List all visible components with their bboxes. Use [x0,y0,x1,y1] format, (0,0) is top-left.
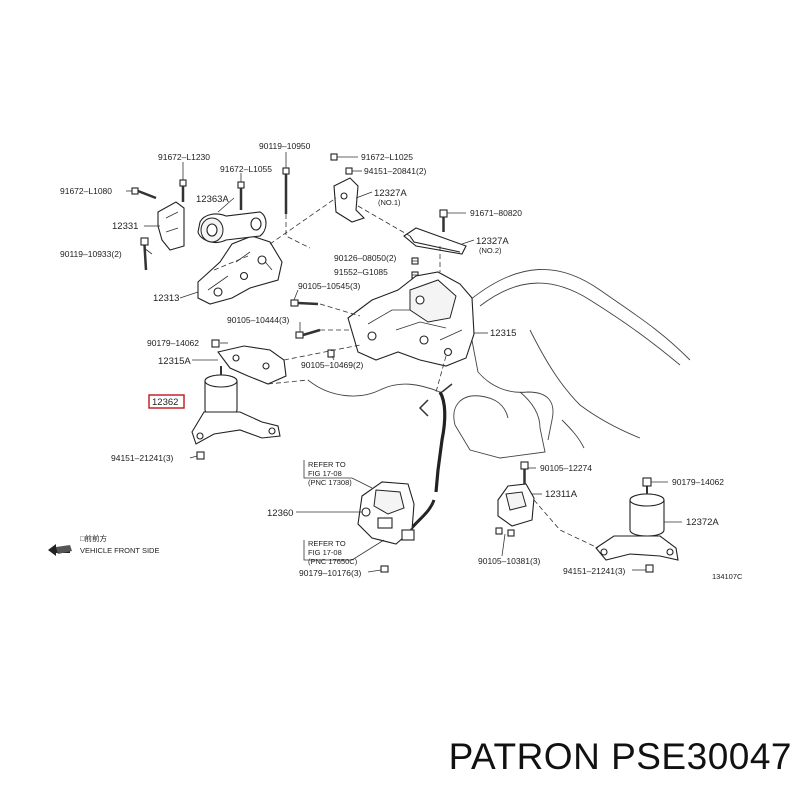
label-90126-08050: 90126–08050(2) [334,253,397,263]
highlight-box-12362 [148,394,185,409]
engine-bracket-12315 [347,271,475,367]
bracket-12331 [157,201,185,251]
label-12327a-top: 12327A [374,188,407,199]
label-refer1-line2: FIG 17-08 [308,469,342,478]
bracket-12315a [217,345,287,385]
bolts-top-left [131,167,335,358]
bracket-12327a-no1 [330,153,366,223]
mount-bracket-12313 [197,235,283,305]
label-12315: 12315 [490,328,516,339]
label-12327a-mid-sub: (NO.2) [479,246,502,255]
label-90119-10950: 90119–10950 [259,141,311,151]
label-12327a-top-sub: (NO.1) [378,198,401,207]
label-91672-l1230: 91672–L1230 [158,152,210,162]
label-91552-g1085: 91552–G1085 [334,267,388,277]
label-94151-20841: 94151–20841(2) [364,166,427,176]
mount-bracket-12311a [495,461,535,537]
label-90119-10933: 90119–10933(2) [60,249,122,259]
label-refer2-line2: FIG 17-08 [308,548,342,557]
label-90179-14062-left: 90179–14062 [147,338,199,348]
front-arrow-icon [48,544,72,556]
label-90105-12274: 90105–12274 [540,463,592,473]
label-94151-21241-left: 94151–21241(3) [111,453,174,463]
label-90105-10545: 90105–10545(3) [298,281,361,291]
dashed-reference-lines [213,197,599,549]
label-12363a: 12363A [196,194,229,205]
engine-body-outline [307,268,691,459]
label-91672-l1025: 91672–L1025 [361,152,413,162]
label-12360: 12360 [267,508,293,519]
control-valve-12360 [357,481,415,573]
part-labels: 90119–10950 91672–L1230 91672–L1025 9167… [60,141,743,581]
vacuum-pipe [408,383,453,531]
label-12313: 12313 [153,293,179,304]
label-90105-10469: 90105–10469(2) [301,360,364,370]
label-refer2-line1: REFER TO [308,539,346,548]
label-91671-80820: 91671–80820 [470,208,522,218]
bracket-12327a-no2 [403,209,467,279]
label-12327a-mid: 12327A [476,236,509,247]
label-12331: 12331 [112,221,138,232]
label-91672-l1055: 91672–L1055 [220,164,272,174]
label-90105-10444: 90105–10444(3) [227,315,290,325]
label-refer2-line3: (PNC 17650C) [308,557,358,566]
label-front-jp: □前前方 [80,533,108,543]
label-12311a: 12311A [545,489,578,500]
mount-rod-12363a [197,211,267,243]
leader-lines [126,152,682,573]
label-91672-l1080: 91672–L1080 [60,186,112,196]
label-94151-21241-right: 94151–21241(3) [563,566,626,576]
label-90179-14062-right: 90179–14062 [672,477,724,487]
label-12362: 12362 [152,397,178,408]
label-refer1-line1: REFER TO [308,460,346,469]
mount-insulator-12362 [191,366,281,460]
brand-part-number: PATRON PSE30047 [448,736,792,777]
label-front-en: VEHICLE FRONT SIDE [80,546,159,555]
label-figure-code: 134107C [712,572,743,581]
mount-insulator-12372a [595,477,679,573]
label-refer1-line3: (PNC 17308) [308,478,352,487]
label-90105-10381: 90105–10381(3) [478,556,541,566]
label-90179-10176: 90179–10176(3) [299,568,362,578]
label-12315a: 12315A [158,356,191,367]
label-12372a: 12372A [686,517,719,528]
